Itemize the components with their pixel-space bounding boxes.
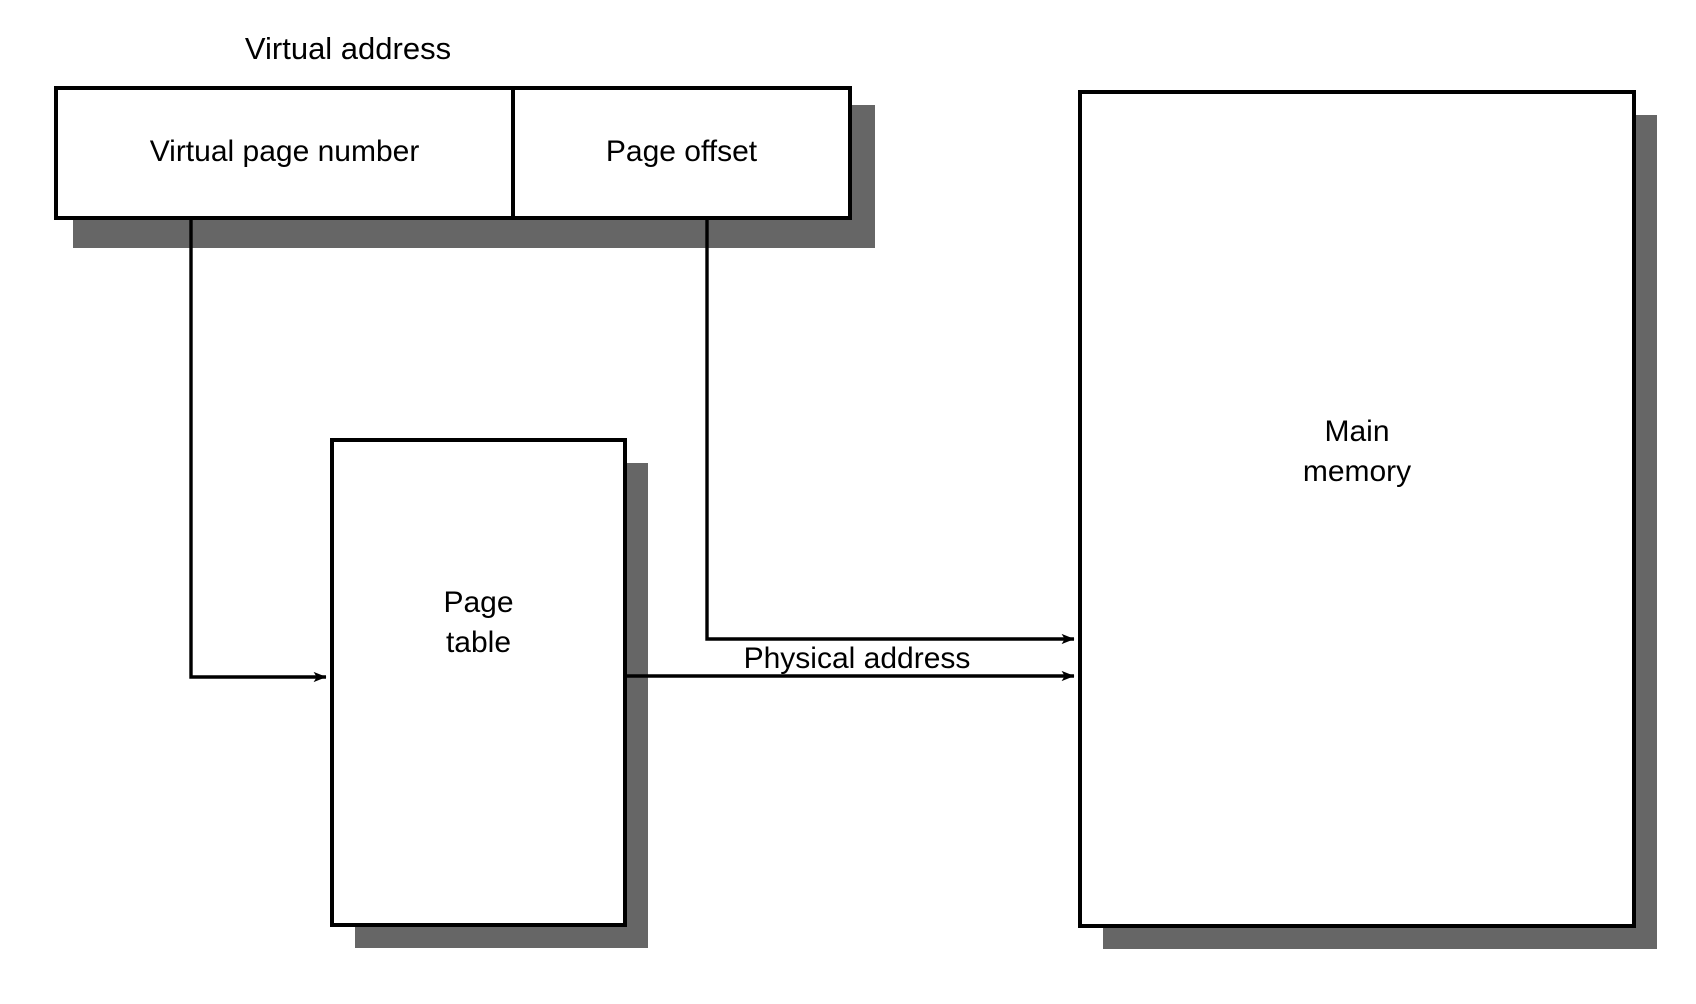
page-offset-label: Page offset: [605, 135, 758, 168]
virtual-address-box: [54, 86, 852, 220]
connector-vpn-to-page-table: [189, 218, 327, 683]
virtual-address-title: Virtual address: [244, 31, 452, 66]
page-table-label-line2: table: [445, 626, 512, 659]
physical-address-label: Physical address: [743, 642, 971, 675]
connector-page-offset-to-main-memory: [705, 218, 1075, 645]
virtual-page-number-label: Virtual page number: [149, 135, 420, 168]
main-memory-label-line1: Main: [1324, 415, 1390, 448]
page-table-label-line1: Page: [443, 586, 514, 619]
main-memory-box: [1078, 90, 1636, 928]
page-table-box: [330, 438, 627, 927]
main-memory-label-line2: memory: [1302, 455, 1412, 488]
